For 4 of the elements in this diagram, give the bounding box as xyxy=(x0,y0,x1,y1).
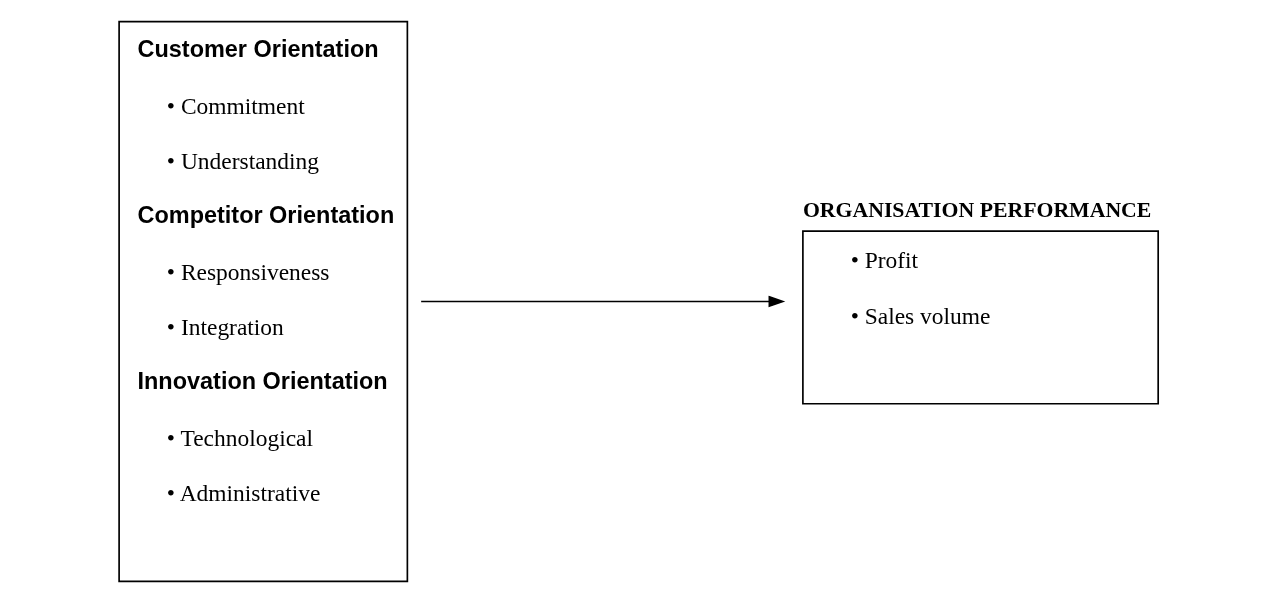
node-box: • Profit • Sales volume xyxy=(801,230,1159,405)
node-box: Customer Orientation • Commitment • Understanding Competitor Orientation • Responsiveness • Integration Innovation Orientation • Technological • Administrative xyxy=(117,20,408,583)
arrow xyxy=(419,295,785,308)
node-label: ORGANISATION PERFORMANCE xyxy=(802,197,1151,222)
